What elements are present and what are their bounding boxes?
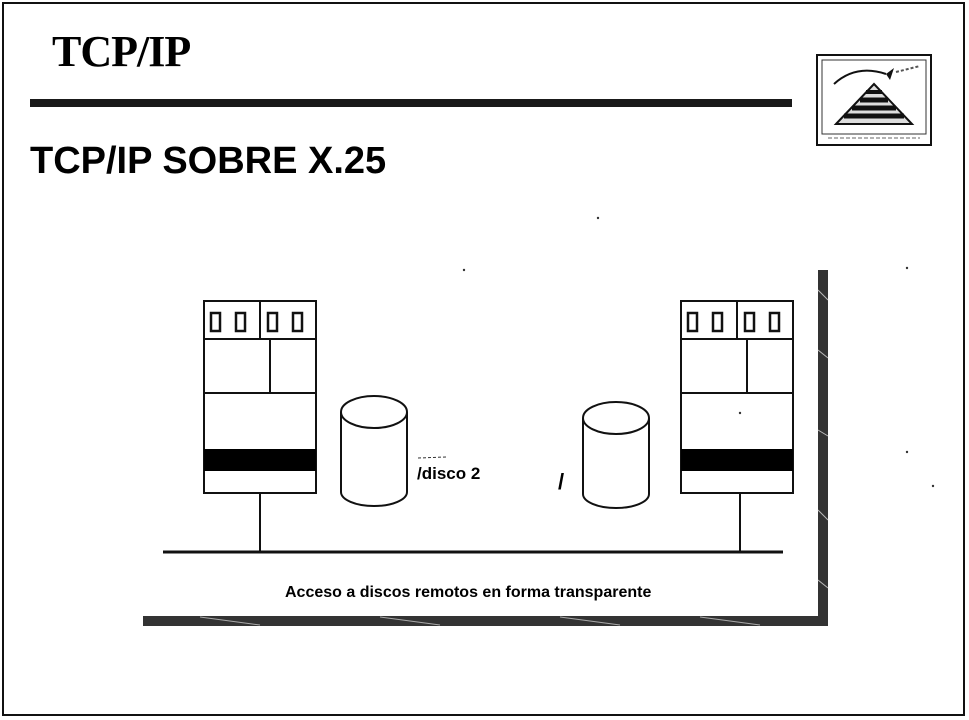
disk-right xyxy=(583,402,649,508)
server-right xyxy=(681,301,793,493)
server-left xyxy=(204,301,316,493)
disk-left-label: /disco 2 xyxy=(417,464,480,483)
diagram-caption: Acceso a discos remotos en forma transpa… xyxy=(285,584,651,601)
shadow-bar-vertical xyxy=(818,270,828,622)
shadow-bar-horizontal xyxy=(143,616,828,626)
disk-right-label: / xyxy=(558,469,564,494)
disk-left xyxy=(341,396,407,506)
